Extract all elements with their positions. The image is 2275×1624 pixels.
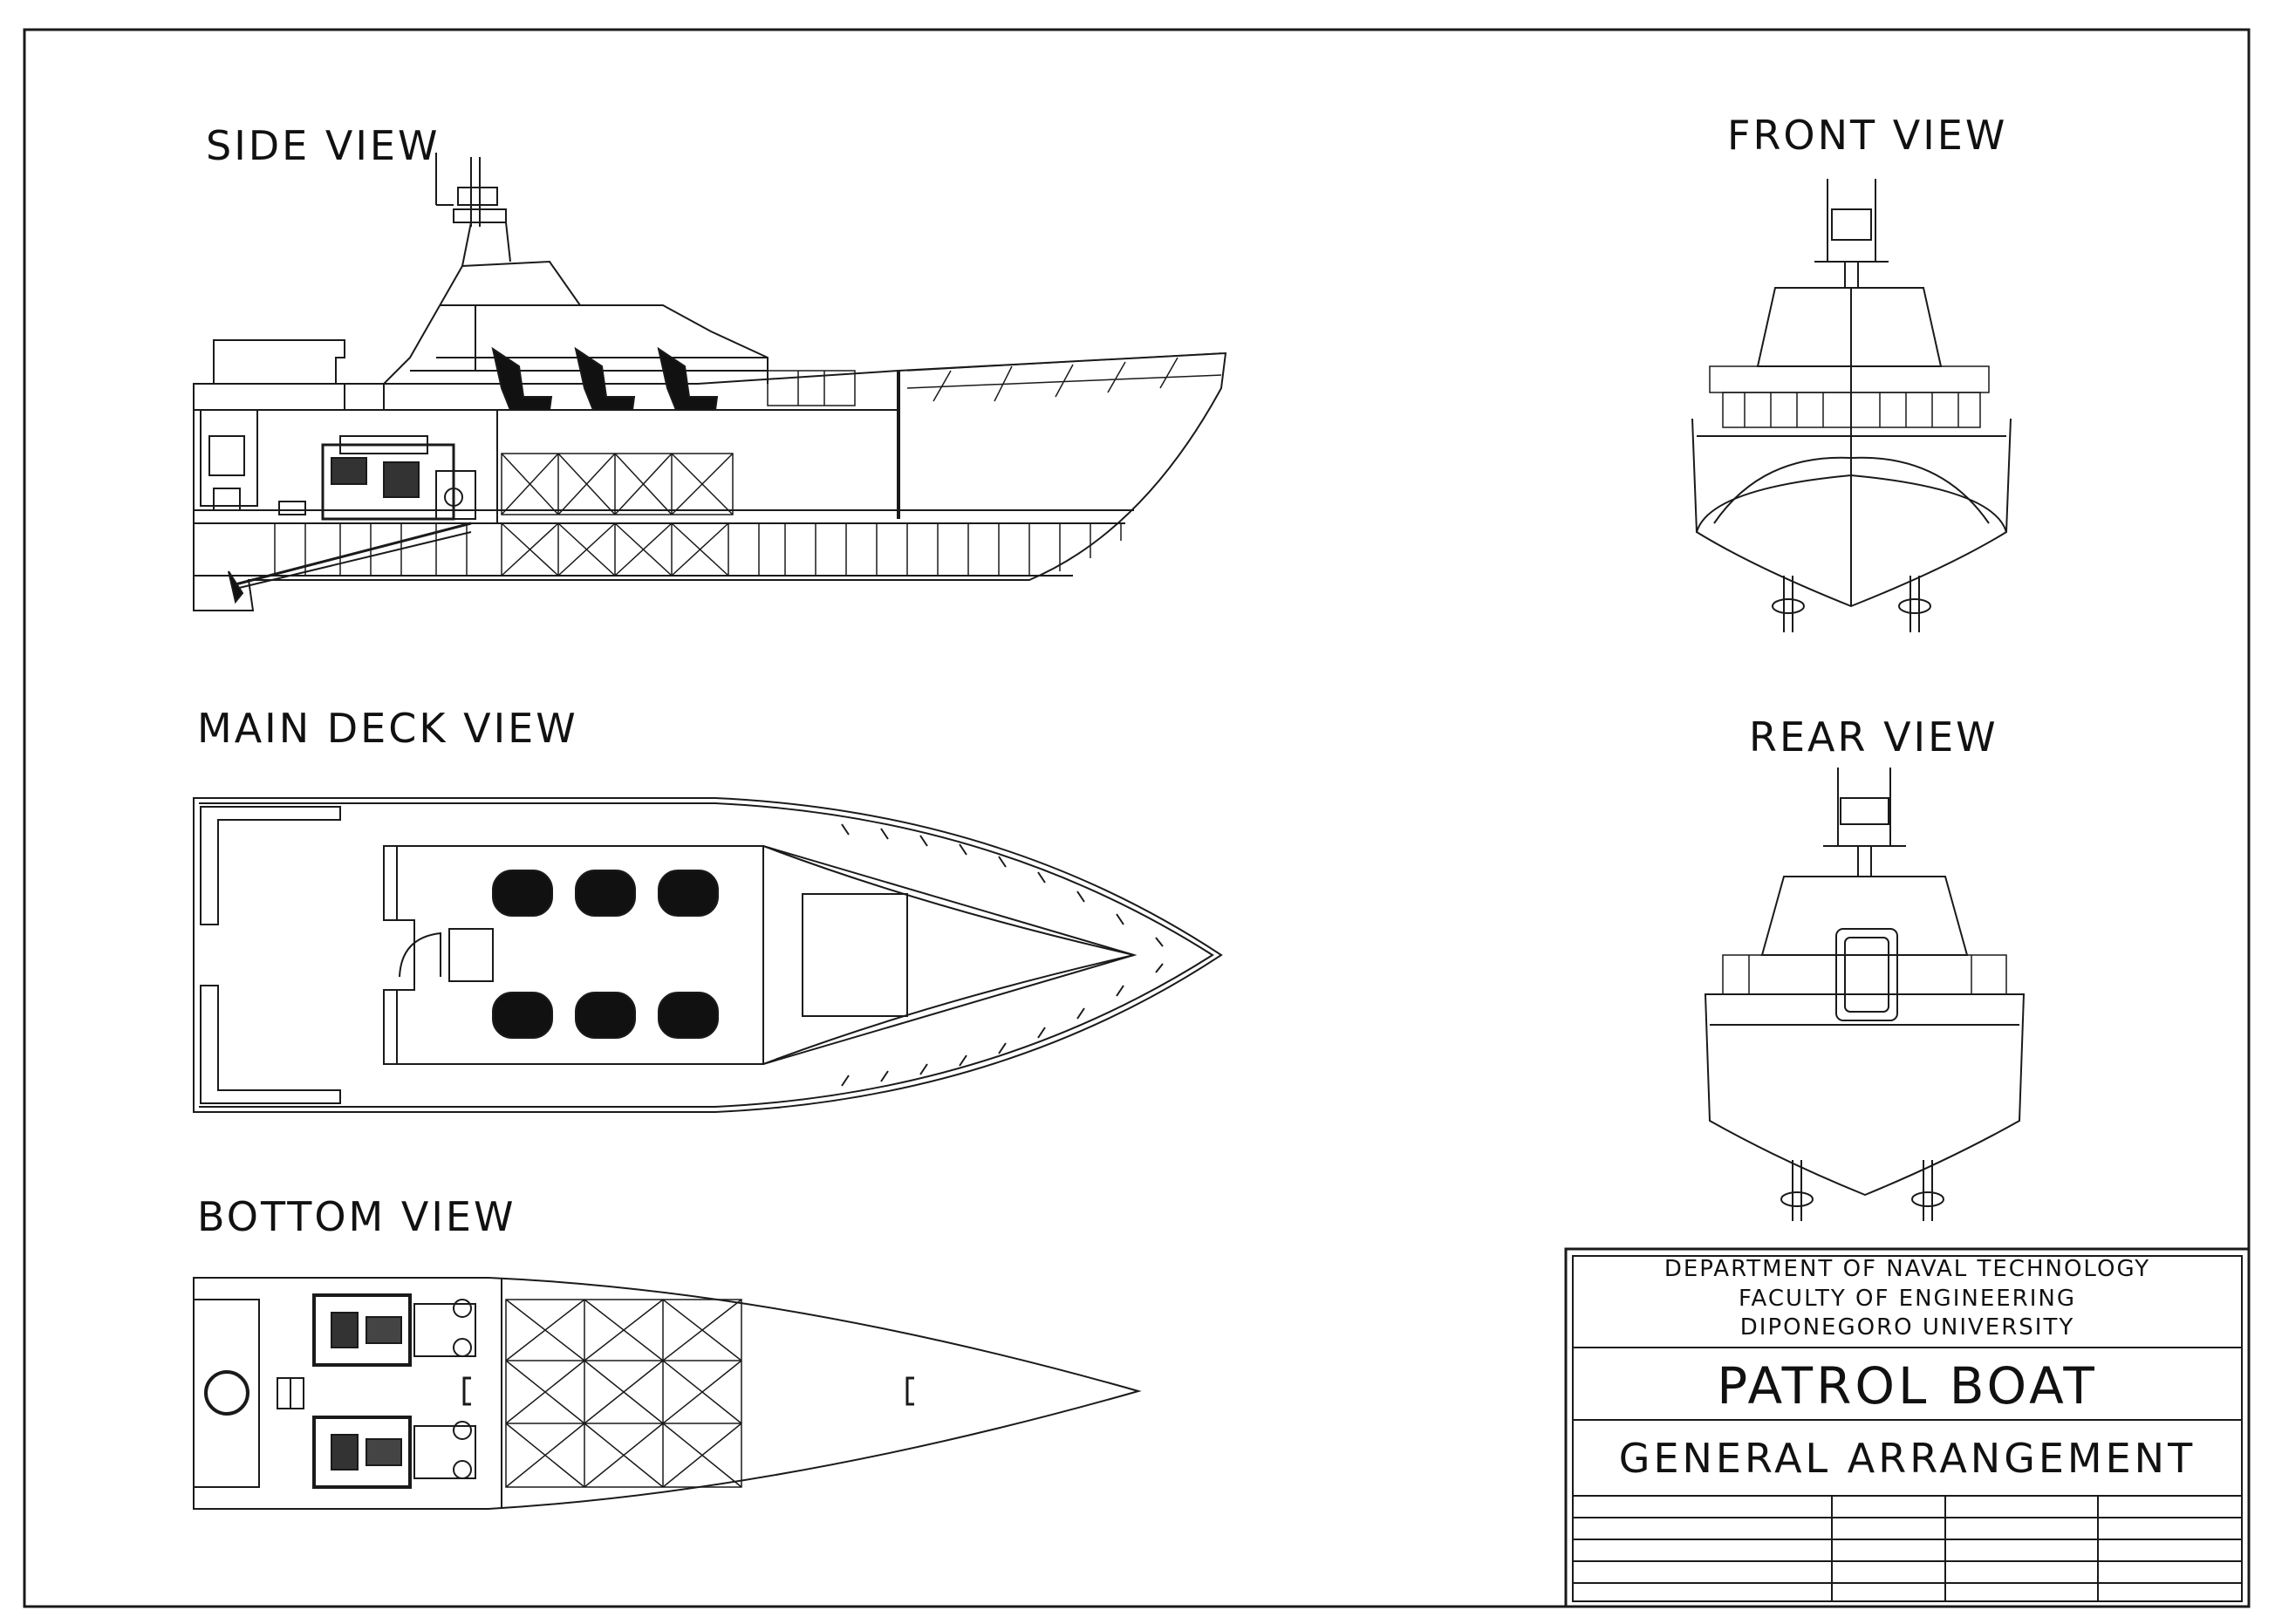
rear-rail bbox=[1723, 955, 2006, 994]
side-fwd-rail bbox=[768, 353, 1221, 519]
side-seat-1 bbox=[493, 349, 551, 410]
deck-hatch-small bbox=[449, 929, 493, 981]
rear-propellers bbox=[1781, 1160, 1944, 1221]
side-frame-stations bbox=[275, 523, 1121, 576]
deck-rail-ticks bbox=[842, 824, 1163, 1086]
deck-seat-1 bbox=[493, 870, 552, 916]
deck-hull-outline bbox=[194, 798, 1221, 1112]
side-mast bbox=[436, 153, 506, 227]
front-hull bbox=[1692, 419, 2011, 606]
bottom-hull-outline bbox=[194, 1278, 1138, 1509]
deck-seat-3 bbox=[659, 870, 718, 916]
bottom-view-label: BOTTOM VIEW bbox=[197, 1193, 516, 1240]
front-view-drawing bbox=[1692, 179, 2011, 632]
title-block-project: PATROL BOAT bbox=[1717, 1356, 2098, 1416]
deck-aft-corner-bottom bbox=[201, 986, 340, 1103]
rear-superstructure bbox=[1762, 877, 1967, 955]
title-block-department: DEPARTMENT OF NAVAL TECHNOLOGY bbox=[1664, 1256, 2151, 1282]
bottom-view-drawing bbox=[194, 1278, 1138, 1509]
side-hull-outline bbox=[194, 353, 1226, 611]
sheet-border bbox=[24, 30, 2249, 1607]
side-seat-2 bbox=[576, 349, 634, 410]
front-superstructure bbox=[1758, 288, 1941, 366]
front-propellers bbox=[1773, 576, 1930, 632]
deck-seat-4 bbox=[493, 993, 552, 1038]
rear-hull bbox=[1705, 994, 2024, 1195]
title-block-faculty: FACULTY OF ENGINEERING bbox=[1738, 1286, 2077, 1312]
main-deck-view-label: MAIN DECK VIEW bbox=[197, 705, 578, 752]
deck-aft-corner-top bbox=[201, 807, 340, 925]
deck-cabin-outline bbox=[384, 846, 763, 1064]
side-seat-3 bbox=[659, 349, 717, 410]
rear-view-drawing bbox=[1705, 768, 2024, 1221]
side-aft-box bbox=[194, 340, 345, 410]
deck-seat-2 bbox=[576, 870, 635, 916]
side-superstructure bbox=[384, 262, 768, 410]
deck-forward-hatch bbox=[803, 894, 907, 1016]
side-view-drawing bbox=[194, 153, 1226, 611]
bottom-hatch-round bbox=[206, 1372, 248, 1414]
bottom-tank-grid bbox=[506, 1300, 741, 1487]
rear-view-label: REAR VIEW bbox=[1749, 713, 1998, 761]
deck-seat-6 bbox=[659, 993, 718, 1038]
side-propeller bbox=[229, 571, 243, 602]
front-rail bbox=[1710, 366, 1989, 427]
deck-seat-5 bbox=[576, 993, 635, 1038]
side-cargo-grid bbox=[502, 454, 733, 576]
main-deck-drawing bbox=[194, 798, 1221, 1112]
title-block-university: DIPONEGORO UNIVERSITY bbox=[1739, 1314, 2075, 1341]
bottom-engine-lower bbox=[314, 1417, 475, 1487]
side-engine bbox=[236, 436, 475, 589]
title-block-frame bbox=[1566, 1249, 2249, 1607]
front-view-label: FRONT VIEW bbox=[1727, 112, 2008, 159]
bottom-engine-upper bbox=[314, 1295, 475, 1365]
side-view-label: SIDE VIEW bbox=[206, 122, 441, 169]
title-block-drawing: GENERAL ARRANGEMENT bbox=[1618, 1435, 2196, 1482]
rear-door bbox=[1836, 929, 1897, 1020]
